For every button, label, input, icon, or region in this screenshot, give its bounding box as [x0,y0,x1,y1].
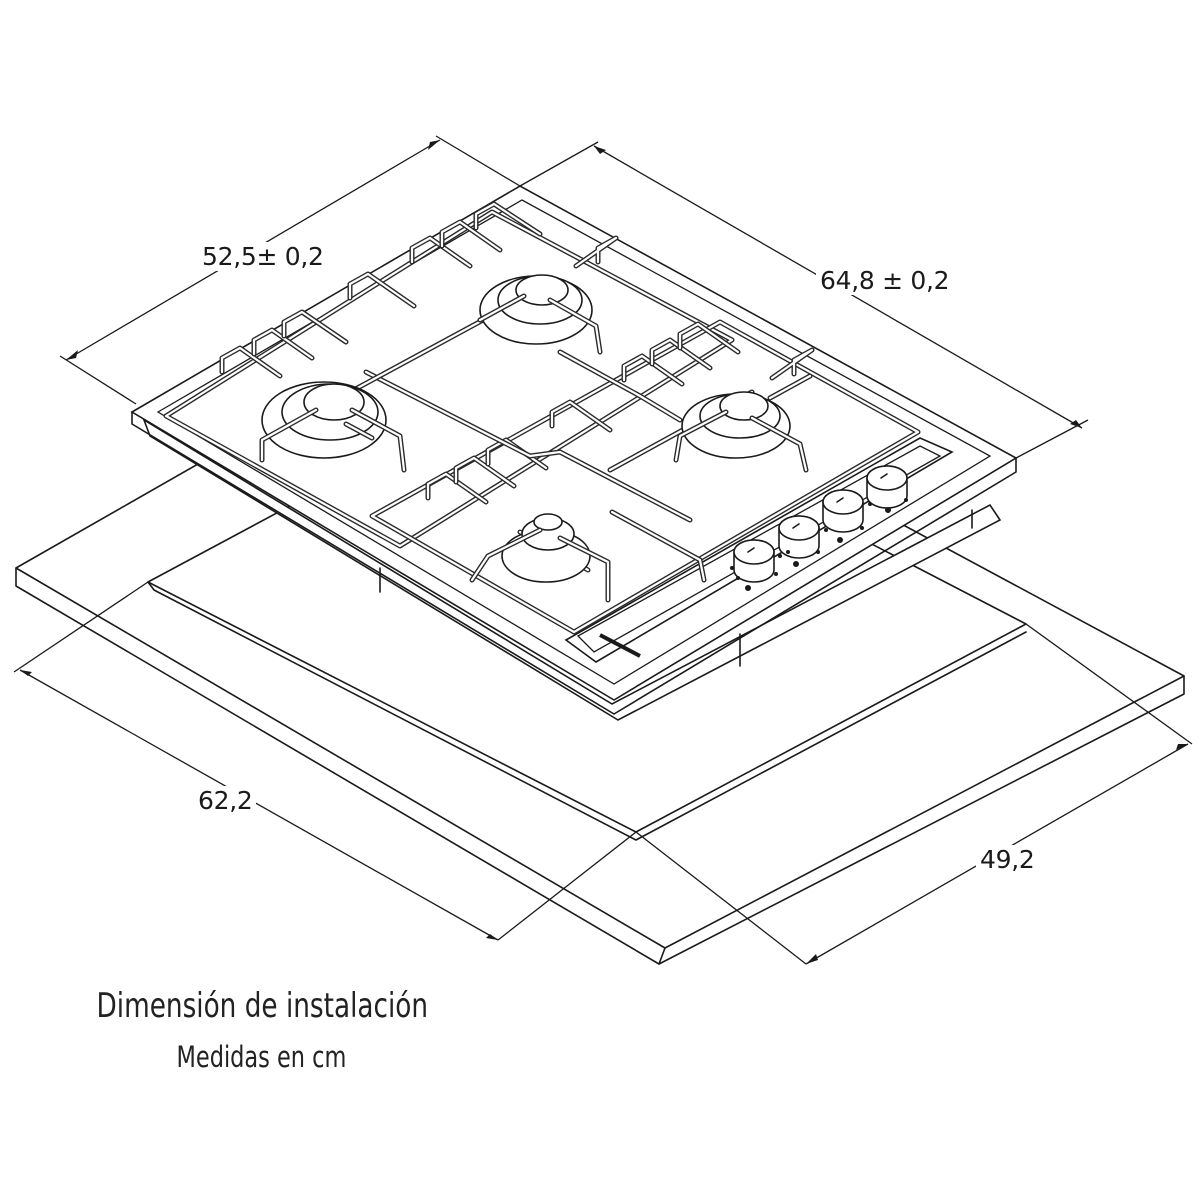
knob-1[interactable] [733,539,775,583]
knob-2[interactable] [778,515,820,559]
control-knobs [730,465,908,591]
caption-title: Dimensión de instalación [96,986,429,1026]
pan-support-left [163,209,735,549]
burner-rear-left [259,381,407,473]
pan-support-right [369,319,921,635]
label-hob-width: 64,8 ± 0,2 [816,266,954,295]
dimension-cutout-width [13,581,637,941]
grate-fingers [219,201,815,505]
label-cutout-depth: 49,2 [976,845,1039,874]
gas-hob [130,185,1018,721]
burner-rear-right [477,274,603,355]
burner-front-small [469,513,611,603]
label-cutout-width: 62,2 [194,786,257,815]
knob-4[interactable] [866,465,908,509]
knob-3[interactable] [822,489,864,533]
burner-front-right [673,373,813,473]
label-hob-depth: 52,5± 0,2 [198,242,328,271]
caption-subtitle: Medidas en cm [176,1040,347,1074]
dimension-cutout-depth [635,623,1193,965]
